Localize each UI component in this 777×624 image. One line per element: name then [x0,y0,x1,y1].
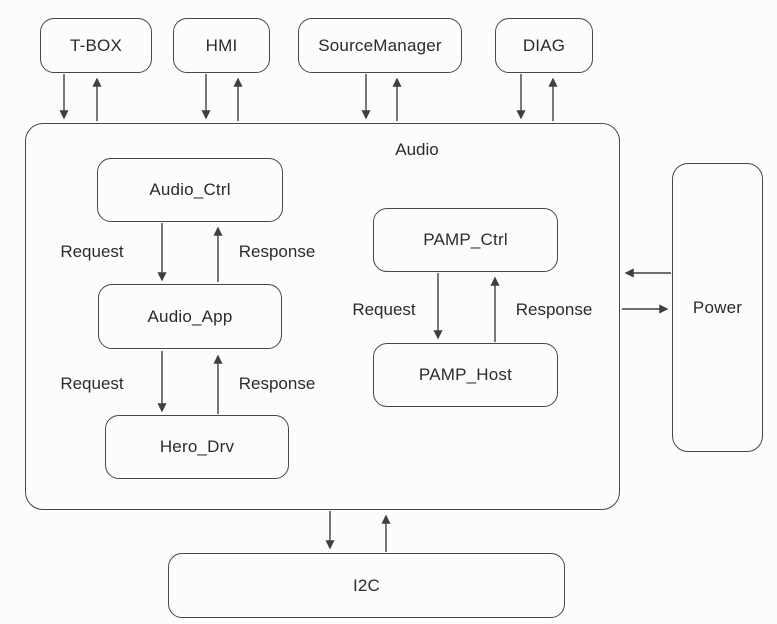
node-audio-app: Audio_App [98,284,282,349]
node-power: Power [672,163,763,452]
node-diag: DIAG [495,18,593,73]
node-pamp-host: PAMP_Host [373,343,558,407]
node-i2c: I2C [168,553,565,618]
node-audio-ctrl: Audio_Ctrl [97,158,283,222]
label-request-audioapp-herodrv: Request [60,374,124,393]
label-response-herodrv-audioapp: Response [238,374,316,393]
label-response-pamphost-pampctrl: Response [515,300,593,319]
node-hero-drv: Hero_Drv [105,415,289,479]
label-request-pampctrl-pamphost: Request [352,300,416,319]
audio-container-label: Audio [395,140,439,159]
label-request-audioctrl-audioapp: Request [60,242,124,261]
node-hmi: HMI [173,18,270,73]
node-tbox: T-BOX [40,18,152,73]
node-pamp-ctrl: PAMP_Ctrl [373,208,558,272]
audio-container-box [25,123,620,510]
label-response-audioapp-audioctrl: Response [238,242,316,261]
node-source-manager: SourceManager [298,18,462,73]
